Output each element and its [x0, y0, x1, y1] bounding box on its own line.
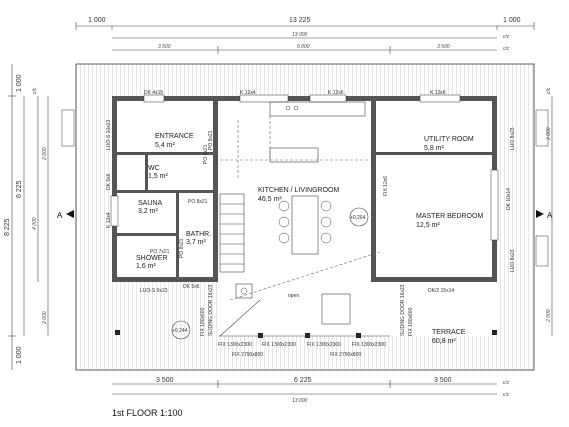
label-dk-2: DK/2 15x14 [428, 288, 454, 294]
dining-table [278, 195, 332, 255]
left-dimensions: 8 225 1 000 6 225 1 000 4 000 c/c 2 000 … [4, 64, 49, 370]
dim-cc-right: c/c [546, 87, 552, 94]
interior-walls [117, 96, 492, 282]
terrace-open-area [218, 282, 497, 336]
terrace-furniture [219, 283, 351, 337]
dim-top-left: 1 000 [88, 17, 106, 24]
label-po-9x21: PO 9x21 [208, 130, 214, 150]
dim-cc-bottom-1: c/c [503, 380, 510, 386]
room-bathroom-area: 3,7 m² [186, 239, 207, 246]
section-label-left: A [57, 211, 63, 220]
dim-top-inner-total: 13 000 [292, 32, 308, 38]
dim-left-bottom: 1 000 [16, 346, 23, 364]
dim-left-total: 8 225 [4, 218, 11, 236]
level-markers: +0,264 +0,244 [171, 207, 369, 340]
room-master-area: 12,5 m² [416, 222, 440, 229]
section-label-right: A [547, 211, 553, 220]
label-sliding-right: SLIDING DOOR 16x23 [400, 284, 406, 336]
label-luo-s: LUO-S 10x23 [106, 119, 112, 150]
level-a: +0,264 [350, 215, 366, 221]
room-wc-area: 1,5 m² [148, 173, 169, 180]
room-terrace-area: 60,8 m² [432, 338, 456, 345]
label-po-8x21c: PO 8x21 [179, 238, 185, 258]
dim-top-inner-2: 6 000 [297, 44, 310, 50]
dim-bottom-1: 3 500 [156, 377, 174, 384]
dim-left-inner-total: 4 000 [32, 217, 38, 230]
dim-top-inner-3: 3 500 [437, 44, 450, 50]
room-wc-name: WC [148, 165, 160, 172]
dim-left-top: 1 000 [16, 74, 23, 92]
room-bathroom-name: BATHR. [186, 231, 211, 238]
exterior-hatches [61, 109, 549, 267]
room-sauna-name: SAUNA [138, 200, 162, 207]
label-po-7x21: PO 7x21 [150, 249, 170, 255]
room-kitchen-area: 46,5 m² [258, 196, 282, 203]
room-utility-name: UTILITY ROOM [424, 136, 474, 143]
level-b: +0,244 [172, 328, 188, 334]
top-dimensions: 1 000 13 225 1 000 13 000 c/c 3 500 6 00… [75, 17, 535, 54]
room-master-name: MASTER BEDROOM [416, 213, 483, 220]
dim-cc-2: c/c [503, 46, 510, 52]
section-markers: A A [57, 210, 553, 220]
guide-lines [220, 116, 381, 301]
dim-left-mid: 6 225 [16, 180, 23, 198]
room-terrace-name: TERRACE [432, 329, 466, 336]
label-dk-4x15: DK 4x15 [144, 90, 163, 96]
label-fix-right: FIX 180x600 [408, 307, 414, 336]
label-fix-bottom-2: FIX 1300x2300 [262, 342, 296, 348]
label-fix-bottom-4: FIX 1300x2300 [352, 342, 386, 348]
dim-bottom-3: 3 500 [434, 377, 452, 384]
label-fix-bottom-1: FIX 1300x2300 [218, 342, 252, 348]
opening-labels: DK 4x15 K 12x4 K 12x6 K 12x6 LUO-S 10x23… [106, 90, 516, 358]
room-shower-name: SHOWER [136, 255, 168, 262]
label-dk-10x14: DK 10x14 [506, 188, 512, 210]
label-po-8x21b: PO 8x21 [188, 199, 208, 205]
right-dimensions: 2 000 2 000 c/c [546, 87, 553, 336]
label-open: open [288, 293, 299, 299]
label-dk-5x6: DK 5x6 [106, 173, 112, 190]
label-dk-5x6b: DK 5x6 [183, 284, 200, 290]
label-k-12x4: K 12x4 [240, 90, 256, 96]
label-k-12x6b: K 12x6 [430, 90, 446, 96]
label-fix-12x6: FIX 12x6 [383, 176, 389, 196]
label-fix-long-1: FIX 2790x800 [232, 352, 263, 358]
room-kitchen-name: KITCHEN / LIVINGROOM [258, 187, 339, 194]
label-luo-8x23b: LUO 8x23 [510, 249, 516, 272]
terrace-columns [115, 330, 497, 338]
dim-left-inner-2: 2 000 [42, 311, 48, 325]
plan-title: 1st FLOOR 1:100 [112, 408, 183, 418]
room-shower-area: 1,6 m² [136, 263, 157, 270]
label-luo-9x23: LUO-S 9x23 [140, 288, 168, 294]
label-fix-left: FIX 180x600 [200, 307, 206, 336]
room-utility-area: 5,8 m² [424, 145, 445, 152]
dim-bottom-2: 6 225 [294, 377, 312, 384]
dim-right-1: 2 000 [546, 127, 552, 141]
label-k-12x6: K 12x6 [328, 90, 344, 96]
label-po-8x21: PO 8x21 [203, 144, 209, 164]
kitchen-counter [269, 101, 366, 163]
dim-top-right: 1 000 [503, 17, 521, 24]
bottom-dimensions: 3 500 6 225 3 500 c/c 13 000 c/c [112, 377, 510, 404]
windows [110, 94, 499, 241]
dim-cc-bottom-2: c/c [503, 392, 510, 398]
room-entrance-area: 5,4 m² [155, 142, 176, 149]
dim-cc-left: c/c [32, 87, 38, 94]
dim-top-total: 13 225 [289, 17, 311, 24]
label-k-12x4b: K 12x4 [106, 212, 112, 228]
label-sliding-left: SLIDING DOOR 16x23 [208, 284, 214, 336]
label-luo-8x23: LUO 8x23 [510, 127, 516, 150]
label-fix-long-2: FIX 2790x800 [330, 352, 361, 358]
dim-cc-1: c/c [503, 34, 510, 40]
stairs [219, 193, 245, 273]
label-fix-bottom-3: FIX 1300x2300 [307, 342, 341, 348]
room-sauna-area: 3,2 m² [138, 208, 159, 215]
dim-bottom-inner-total: 13 000 [292, 398, 308, 404]
room-labels: ENTRANCE 5,4 m² WC 1,5 m² SAUNA 3,2 m² B… [136, 133, 483, 345]
dim-left-inner-1: 2 000 [42, 147, 48, 161]
dim-top-inner-1: 3 500 [158, 44, 171, 50]
room-entrance-name: ENTRANCE [155, 133, 194, 140]
dim-right-2: 2 000 [546, 309, 552, 323]
